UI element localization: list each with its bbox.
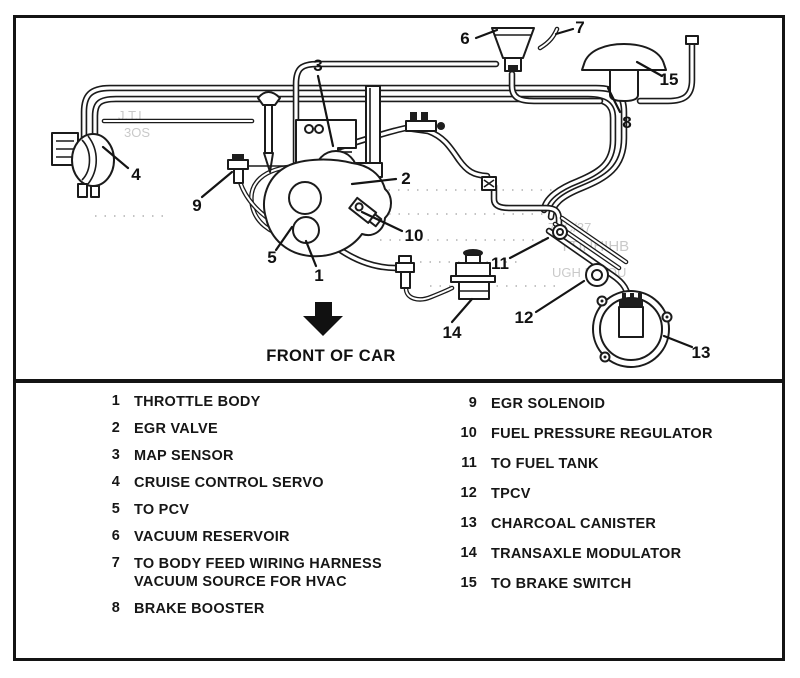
callout-number-5: 5	[267, 248, 276, 267]
legend-item: 8 BRAKE BOOSTER	[96, 600, 396, 618]
callout-number-14: 14	[443, 323, 462, 342]
hose-clip-top	[405, 112, 445, 132]
legend-item-label: EGR SOLENOID	[491, 396, 606, 412]
legend-item-label: VACUUM RESERVOIR	[134, 529, 290, 545]
legend-column-left: 1 THROTTLE BODY 2 EGR VALVE 3 MAP SENSOR…	[96, 393, 396, 627]
callout-leader-lines	[101, 27, 694, 349]
legend-item: 7 TO BODY FEED WIRING HARNESS VACUUM SOU…	[96, 555, 396, 591]
legend-item-number: 3	[111, 447, 120, 463]
legend-item-number: 1	[111, 393, 120, 409]
legend-item-number: 13	[460, 515, 477, 531]
legend-item-label: TRANSAXLE MODULATOR	[491, 546, 682, 562]
callout-number-4: 4	[131, 165, 141, 184]
legend-item: 1 THROTTLE BODY	[96, 393, 396, 411]
legend-item: 14 TRANSAXLE MODULATOR	[453, 545, 773, 563]
legend-item-number: 5	[111, 501, 120, 517]
callout-number-11: 11	[491, 254, 509, 273]
legend-item-number: 4	[111, 474, 120, 490]
callout-number-1: 1	[314, 266, 323, 285]
legend-item-label: TO FUEL TANK	[491, 456, 599, 472]
charcoal-canister	[592, 290, 673, 368]
legend-item: 10 FUEL PRESSURE REGULATOR	[453, 425, 773, 443]
legend-item-label: BRAKE BOOSTER	[134, 601, 265, 617]
legend-item-label: CRUISE CONTROL SERVO	[134, 475, 324, 491]
dipstick-tube	[257, 91, 281, 173]
legend-divider	[13, 379, 785, 383]
legend-item-number: 11	[461, 455, 477, 471]
bleed-text: 3OS	[124, 125, 150, 140]
legend-item: 12 TPCV	[453, 485, 773, 503]
legend-item: 15 TO BRAKE SWITCH	[453, 575, 773, 593]
callout-number-6: 6	[460, 29, 469, 48]
legend-item-label: FUEL PRESSURE REGULATOR	[491, 426, 713, 442]
legend-item-number: 14	[460, 545, 477, 561]
legend-item: 2 EGR VALVE	[96, 420, 396, 438]
legend-item: 13 CHARCOAL CANISTER	[453, 515, 773, 533]
legend-item-label: CHARCOAL CANISTER	[491, 516, 657, 532]
callout-number-2: 2	[401, 169, 410, 188]
legend-column-right: 9 EGR SOLENOID 10 FUEL PRESSURE REGULATO…	[453, 395, 773, 605]
legend-item-number: 9	[468, 395, 477, 411]
legend-item-label: EGR VALVE	[134, 421, 218, 437]
legend-item-label: TO PCV	[134, 502, 190, 518]
callout-number-12: 12	[515, 308, 534, 327]
callout-number-13: 13	[692, 343, 711, 362]
legend-item: 11 TO FUEL TANK	[453, 455, 773, 473]
cruise-control-servo	[51, 132, 115, 198]
legend-item-number: 2	[111, 420, 120, 436]
legend-item-number: 10	[460, 425, 477, 441]
hose-clip-mid	[481, 176, 497, 191]
legend-item-number: 15	[460, 575, 477, 591]
legend-item: 6 VACUUM RESERVOIR	[96, 528, 396, 546]
legend-item: 3 MAP SENSOR	[96, 447, 396, 465]
vacuum-reservoir	[491, 27, 535, 72]
legend-item-label: TO BODY FEED WIRING HARNESS VACUUM SOURC…	[134, 556, 382, 590]
legend-item: 9 EGR SOLENOID	[453, 395, 773, 413]
brake-switch-hose-cap	[685, 35, 699, 45]
callout-number-7: 7	[575, 18, 584, 37]
legend-item: 4 CRUISE CONTROL SERVO	[96, 474, 396, 492]
legend-item-number: 6	[111, 528, 120, 544]
transaxle-modulator	[395, 249, 496, 300]
legend-item-label: TPCV	[491, 486, 531, 502]
hose-clamp-ring	[552, 224, 568, 240]
legend-item-label: THROTTLE BODY	[134, 394, 261, 410]
callout-number-9: 9	[192, 196, 201, 215]
legend-item-number: 8	[111, 600, 120, 616]
brake-booster	[581, 43, 667, 102]
legend-item-number: 12	[460, 485, 477, 501]
front-of-car-label: FRONT OF CAR	[266, 347, 395, 365]
callout-number-8: 8	[622, 113, 631, 132]
legend-item: 5 TO PCV	[96, 501, 396, 519]
legend-item-label: TO BRAKE SWITCH	[491, 576, 632, 592]
callout-number-10: 10	[405, 226, 424, 245]
callout-number-15: 15	[660, 70, 679, 89]
tpcv-valve	[585, 263, 609, 287]
down-arrow-icon	[303, 302, 343, 336]
legend-item-label: MAP SENSOR	[134, 448, 234, 464]
callout-number-3: 3	[313, 56, 322, 75]
legend-item-number: 7	[111, 555, 120, 571]
